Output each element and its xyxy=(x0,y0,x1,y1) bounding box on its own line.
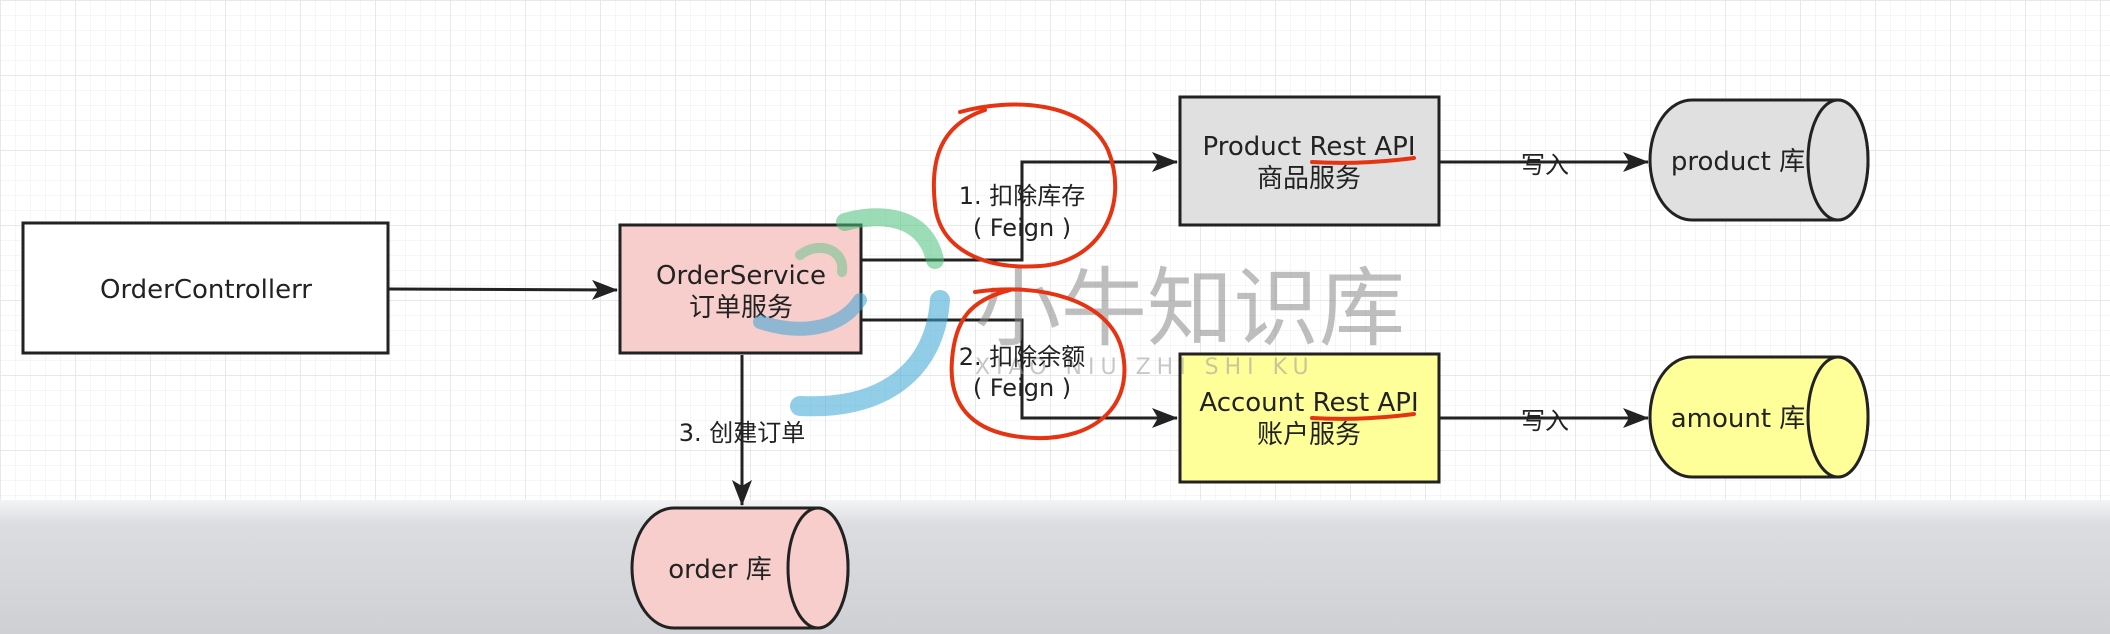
deduct-balance-label: 2. 扣除余额 xyxy=(959,343,1086,371)
write-product-label: 写入 xyxy=(1521,151,1569,179)
order-service-subtitle: 订单服务 xyxy=(689,293,793,323)
product-api-node[interactable]: Product Rest API 商品服务 xyxy=(1178,95,1441,227)
deduct-balance-feign: ( Feign ) xyxy=(973,374,1071,402)
account-api-title: Account Rest API xyxy=(1199,388,1418,418)
account-api-node[interactable]: Account Rest API 账户服务 xyxy=(1178,352,1441,484)
account-api-subtitle: 账户服务 xyxy=(1257,420,1361,450)
feign-balance-annotation xyxy=(949,287,1127,441)
deduct-stock-label: 1. 扣除库存 xyxy=(959,182,1086,210)
controller-label: OrderControllerr xyxy=(100,275,312,305)
deduct-stock-feign: ( Feign ) xyxy=(973,214,1071,242)
bottom-band xyxy=(0,500,2110,634)
product-db-label: product 库 xyxy=(1671,147,1805,177)
product-db-node[interactable]: product 库 xyxy=(1648,98,1870,222)
product-api-title: Product Rest API xyxy=(1202,132,1415,162)
amount-db-label: amount 库 xyxy=(1671,404,1806,434)
product-api-underline xyxy=(1310,156,1416,165)
watermark: 小牛知识库 XIAO NIU ZHI SHI KU xyxy=(753,208,1405,417)
order-db-label: order 库 xyxy=(668,555,772,585)
account-api-underline xyxy=(1310,412,1416,421)
feign-stock-annotation xyxy=(931,102,1118,269)
order-service-title: OrderService xyxy=(656,261,826,291)
edge-controller-to-service[interactable] xyxy=(388,279,618,300)
order-db-node[interactable]: order 库 xyxy=(630,506,850,630)
watermark-title: 小牛知识库 xyxy=(975,259,1405,359)
controller-node[interactable]: OrderControllerr xyxy=(21,221,390,355)
watermark-subtitle: XIAO NIU ZHI SHI KU xyxy=(975,355,1315,380)
product-api-subtitle: 商品服务 xyxy=(1257,164,1361,194)
write-amount-label: 写入 xyxy=(1521,407,1569,435)
create-order-label: 3. 创建订单 xyxy=(679,419,806,447)
amount-db-node[interactable]: amount 库 xyxy=(1648,355,1870,479)
